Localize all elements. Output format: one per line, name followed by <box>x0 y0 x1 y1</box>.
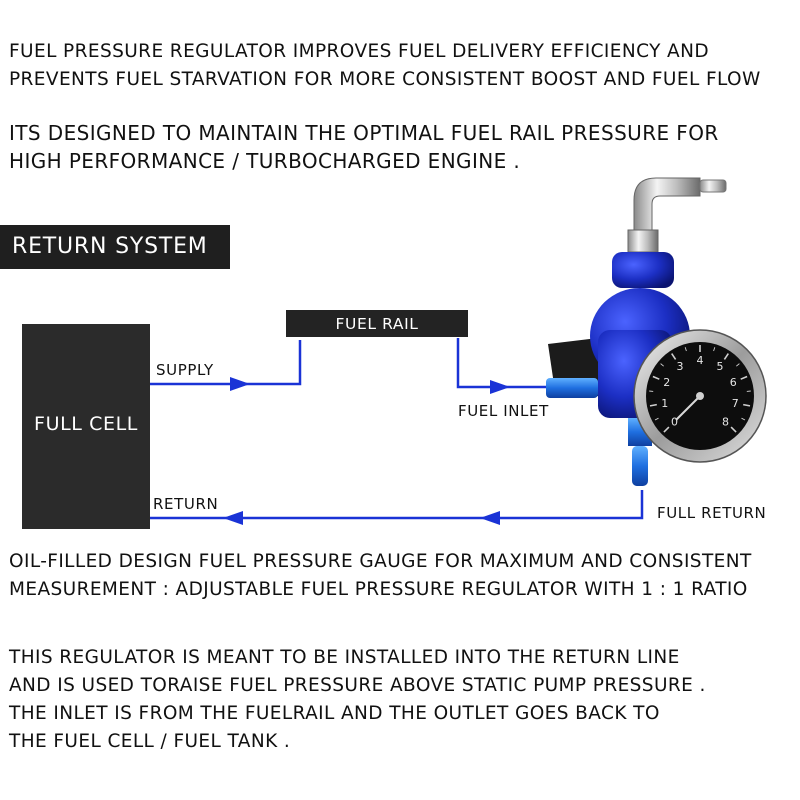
return-line <box>150 490 644 520</box>
gauge-tick <box>654 417 659 421</box>
gauge-line-1: OIL-FILLED DESIGN FUEL PRESSURE GAUGE FO… <box>9 551 752 572</box>
install-line-4: THE FUEL CELL / FUEL TANK . <box>9 731 291 752</box>
gauge-tick <box>652 375 660 380</box>
install-paragraph: THIS REGULATOR IS MEANT TO BE INSTALLED … <box>9 644 706 756</box>
design-paragraph: ITS DESIGNED TO MAINTAIN THE OPTIMAL FUE… <box>9 119 719 175</box>
gauge-tick <box>723 353 729 360</box>
fuel-inlet-label: FUEL INLET <box>458 402 549 420</box>
supply-label: SUPPLY <box>156 361 214 379</box>
inlet-line <box>456 338 548 389</box>
design-line-2: HIGH PERFORMANCE / TURBOCHARGED ENGINE . <box>9 149 521 173</box>
gauge-tick <box>741 417 746 421</box>
gauge-number: 5 <box>717 360 724 373</box>
install-line-1: THIS REGULATOR IS MEANT TO BE INSTALLED … <box>9 647 680 668</box>
gauge-number: 6 <box>730 376 737 389</box>
gauge-paragraph: OIL-FILLED DESIGN FUEL PRESSURE GAUGE FO… <box>9 548 752 604</box>
gauge-tick <box>649 403 657 407</box>
full-return-label: FULL RETURN <box>657 504 766 522</box>
gauge-number: 7 <box>732 397 739 410</box>
fuel-cell-box <box>22 324 150 529</box>
gauge-tick <box>730 426 737 433</box>
install-line-2: AND IS USED TORAISE FUEL PRESSURE ABOVE … <box>9 675 706 696</box>
regulator-cap <box>612 252 674 288</box>
fuel-rail-label: FUEL RAIL <box>336 315 419 333</box>
gauge-number: 4 <box>697 354 704 367</box>
return-arrow-end <box>223 511 243 525</box>
gauge-number: 0 <box>671 416 678 429</box>
return-nipple <box>632 446 648 486</box>
return-arrow-mid <box>480 511 500 525</box>
elbow-tip <box>699 179 727 193</box>
supply-line <box>150 340 302 386</box>
gauge-number: 3 <box>677 360 684 373</box>
section-title-badge: RETURN SYSTEM <box>0 225 230 269</box>
adjust-nut <box>627 229 659 253</box>
design-line-1: ITS DESIGNED TO MAINTAIN THE OPTIMAL FUE… <box>9 121 719 145</box>
gauge-ticks <box>649 345 751 433</box>
intro-line-1: FUEL PRESSURE REGULATOR IMPROVES FUEL DE… <box>9 41 710 62</box>
inlet-fitting <box>546 378 598 398</box>
inlet-arrow <box>490 380 510 394</box>
gauge-tick <box>743 403 751 407</box>
gauge-number: 1 <box>661 397 668 410</box>
gauge-tick <box>671 353 677 360</box>
gauge-line-2: MEASUREMENT : ADJUSTABLE FUEL PRESSURE R… <box>9 579 748 600</box>
gauge-number: 2 <box>663 376 670 389</box>
gauge-tick <box>660 363 664 367</box>
gauge-hub <box>696 392 704 400</box>
supply-arrow <box>230 377 250 391</box>
install-line-3: THE INLET IS FROM THE FUELRAIL AND THE O… <box>9 703 660 724</box>
gauge-tick <box>736 363 740 367</box>
gauge-tick <box>684 347 687 352</box>
fuel-rail-bar <box>286 310 468 337</box>
return-label: RETURN <box>153 495 218 513</box>
gauge-needle <box>675 395 701 421</box>
gauge-tick <box>713 347 716 352</box>
gauge-tick <box>740 375 748 380</box>
intro-line-2: PREVENTS FUEL STARVATION FOR MORE CONSIS… <box>9 69 761 90</box>
fuel-cell-label: FULL CELL <box>34 413 138 435</box>
gauge-number: 8 <box>722 416 729 429</box>
gauge-tick <box>663 426 670 433</box>
intro-paragraph: FUEL PRESSURE REGULATOR IMPROVES FUEL DE… <box>9 38 761 94</box>
